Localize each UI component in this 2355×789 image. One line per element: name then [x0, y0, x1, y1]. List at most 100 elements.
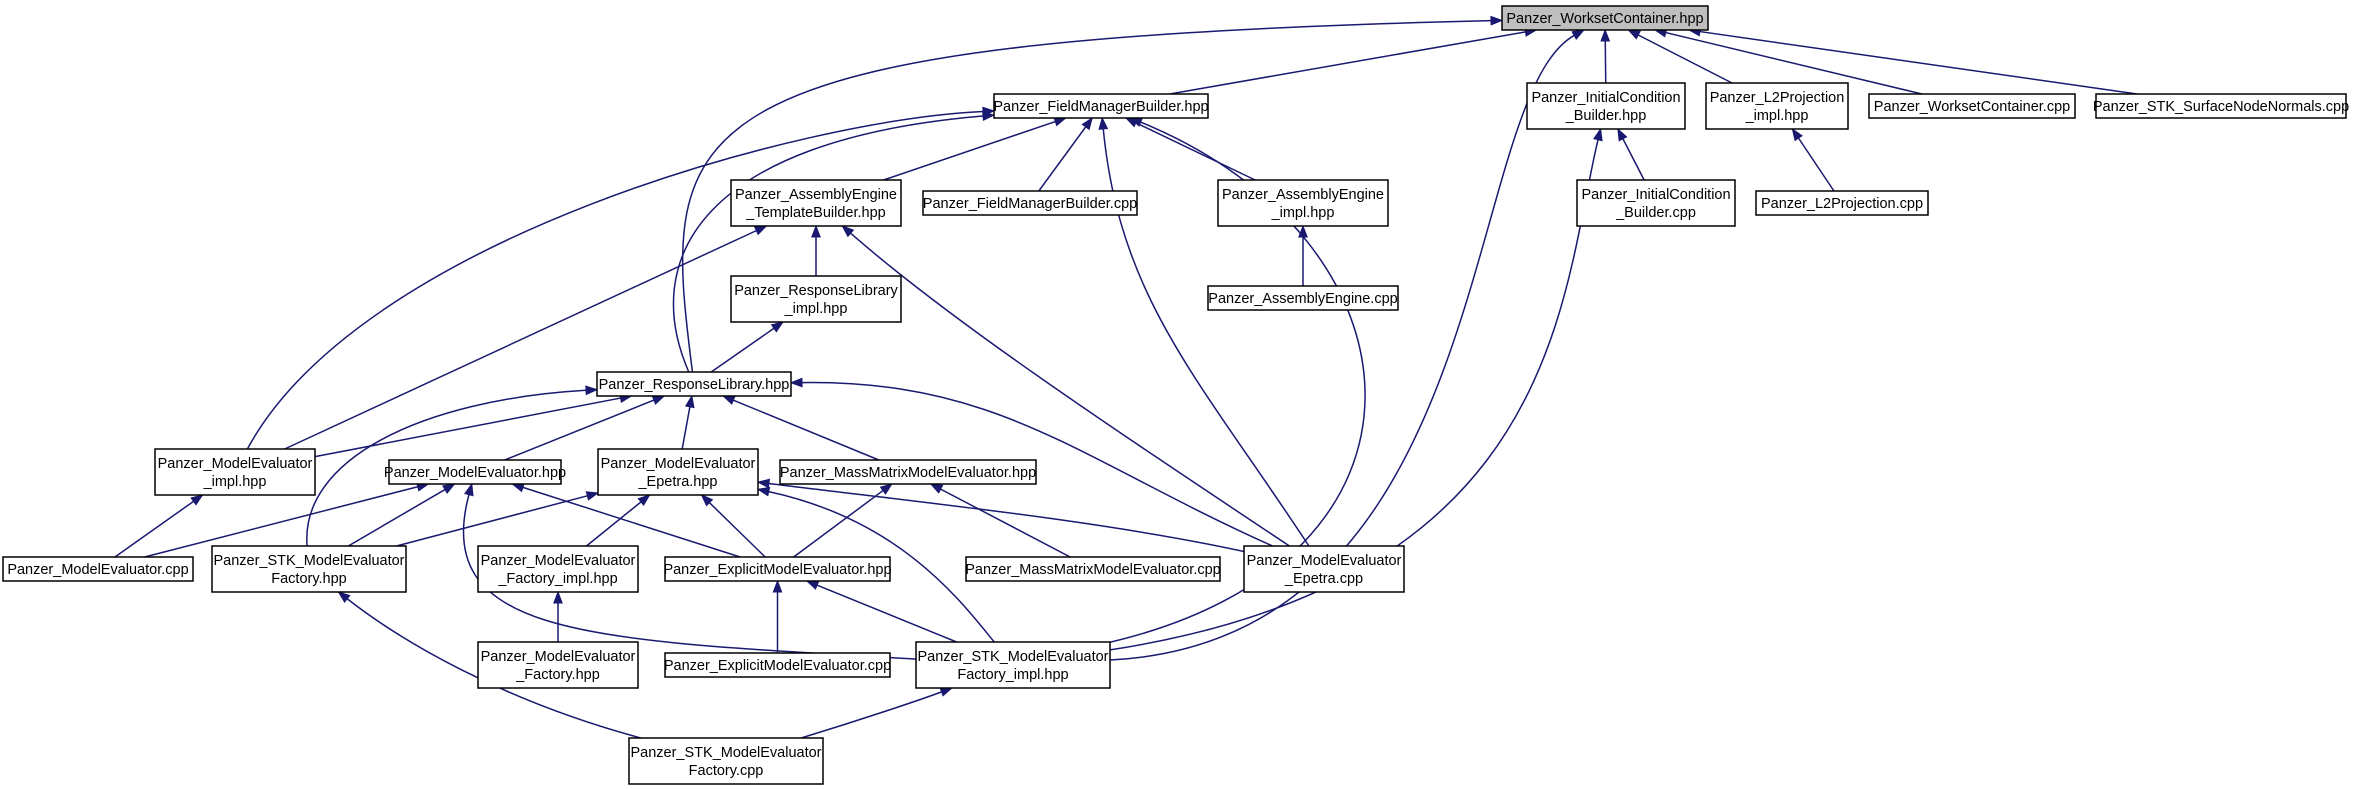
node-initcond-cpp[interactable]: Panzer_InitialCondition_Builder.cpp	[1576, 179, 1736, 227]
edge-line	[1637, 34, 1733, 84]
edge-arrowhead	[585, 385, 599, 396]
node-stk-mef-impl-hpp[interactable]: Panzer_STK_ModelEvaluatorFactory_impl.hp…	[915, 641, 1111, 689]
edge-mef-hpp-to-mef-impl-hpp	[553, 590, 563, 642]
node-eme-cpp[interactable]: Panzer_ExplicitModelEvaluator.cpp	[664, 652, 891, 678]
node-label: Panzer_FieldManagerBuilder.hpp	[993, 99, 1208, 115]
node-workset-hpp[interactable]: Panzer_WorksetContainer.hpp	[1501, 5, 1709, 31]
node-box[interactable]	[154, 448, 316, 496]
edge-eme-cpp-to-eme-hpp	[772, 579, 783, 653]
node-box[interactable]	[596, 371, 792, 397]
node-box[interactable]	[1526, 82, 1686, 130]
edge-me-epetra-hpp-to-rl-hpp	[681, 394, 695, 450]
node-box[interactable]	[664, 652, 891, 678]
node-rl-hpp[interactable]: Panzer_ResponseLibrary.hpp	[596, 371, 792, 397]
node-label: Panzer_L2Projection	[1710, 90, 1845, 106]
edge-me-cpp-to-me-impl-hpp	[114, 494, 204, 558]
node-label: Panzer_ResponseLibrary.hpp	[599, 377, 790, 393]
node-box[interactable]	[628, 737, 824, 785]
node-mef-hpp[interactable]: Panzer_ModelEvaluator_Factory.hpp	[477, 641, 639, 689]
edge-initcond-hpp-to-workset-hpp	[1600, 28, 1611, 84]
node-box[interactable]	[730, 179, 902, 227]
node-box[interactable]	[477, 641, 639, 689]
edge-stk-mef-impl-hpp-to-eme-hpp	[805, 580, 957, 643]
node-box[interactable]	[2, 556, 194, 582]
node-rl-impl-hpp[interactable]: Panzer_ResponseLibrary_impl.hpp	[730, 275, 902, 323]
node-fmb-hpp[interactable]: Panzer_FieldManagerBuilder.hpp	[993, 93, 1209, 119]
edge-line	[504, 399, 655, 461]
edge-arrowhead	[684, 394, 695, 409]
node-box[interactable]	[664, 556, 891, 582]
edge-eme-hpp-to-mm-me-hpp	[793, 483, 893, 558]
node-label: _Factory_impl.hpp	[497, 571, 617, 587]
node-mm-me-cpp[interactable]: Panzer_MassMatrixModelEvaluator.cpp	[965, 556, 1221, 582]
node-box[interactable]	[1243, 545, 1405, 593]
node-box[interactable]	[730, 275, 902, 323]
edge-rl-hpp-to-workset-hpp	[681, 15, 1504, 373]
edge-me-impl-hpp-to-fmb-hpp	[246, 106, 996, 450]
node-box[interactable]	[1576, 179, 1736, 227]
node-label: Panzer_WorksetContainer.cpp	[1874, 99, 2070, 115]
edge-line	[246, 110, 984, 450]
node-initcond-hpp[interactable]: Panzer_InitialCondition_Builder.hpp	[1526, 82, 1686, 130]
node-label: _Factory.hpp	[515, 667, 600, 683]
node-box[interactable]	[1868, 93, 2076, 119]
edge-arrowhead	[770, 321, 785, 333]
node-me-epetra-hpp[interactable]: Panzer_ModelEvaluator_Epetra.hpp	[597, 448, 759, 496]
edge-eme-hpp-to-me-epetra-hpp	[700, 494, 766, 558]
node-fmb-cpp[interactable]: Panzer_FieldManagerBuilder.cpp	[922, 190, 1138, 216]
edge-arrowhead	[1098, 116, 1109, 130]
node-box[interactable]	[211, 545, 407, 593]
edge-arrowhead	[464, 482, 474, 497]
node-box[interactable]	[477, 545, 639, 593]
node-me-impl-hpp[interactable]: Panzer_ModelEvaluator_impl.hpp	[154, 448, 316, 496]
node-box[interactable]	[2095, 93, 2347, 119]
node-box[interactable]	[388, 459, 562, 485]
node-box[interactable]	[1705, 82, 1849, 130]
node-l2proj-cpp[interactable]: Panzer_L2Projection.cpp	[1755, 190, 1929, 216]
node-box[interactable]	[1755, 190, 1929, 216]
node-me-hpp[interactable]: Panzer_ModelEvaluator.hpp	[384, 459, 566, 485]
node-box[interactable]	[1217, 179, 1389, 227]
node-box[interactable]	[1501, 5, 1709, 31]
edge-arrowhead	[879, 483, 893, 495]
edge-arrowhead	[1571, 29, 1586, 40]
node-ae-impl-hpp[interactable]: Panzer_AssemblyEngine_impl.hpp	[1217, 179, 1389, 227]
node-eme-hpp[interactable]: Panzer_ExplicitModelEvaluator.hpp	[663, 556, 892, 582]
node-box[interactable]	[779, 459, 1037, 485]
edge-arrowhead	[1081, 116, 1094, 131]
edge-rl-hpp-to-fmb-hpp	[672, 111, 996, 373]
node-ae-tb-hpp[interactable]: Panzer_AssemblyEngine_TemplateBuilder.hp…	[730, 179, 902, 227]
edge-arrowhead	[753, 225, 768, 236]
edge-line	[1135, 122, 1256, 181]
edge-line	[1699, 30, 2138, 95]
node-label: Panzer_ResponseLibrary	[734, 283, 898, 299]
edge-arrowhead	[585, 491, 600, 501]
edge-arrowhead	[442, 483, 456, 495]
node-me-cpp[interactable]: Panzer_ModelEvaluator.cpp	[2, 556, 194, 582]
node-ae-cpp[interactable]: Panzer_AssemblyEngine.cpp	[1207, 285, 1399, 311]
node-label: Panzer_ExplicitModelEvaluator.cpp	[664, 658, 891, 674]
node-box[interactable]	[965, 556, 1221, 582]
edge-arrowhead	[651, 395, 666, 405]
node-me-epetra-cpp[interactable]: Panzer_ModelEvaluator_Epetra.cpp	[1243, 545, 1405, 593]
edge-arrowhead	[811, 224, 821, 238]
node-mm-me-hpp[interactable]: Panzer_MassMatrixModelEvaluator.hpp	[779, 459, 1037, 485]
edge-arrowhead	[1627, 29, 1641, 40]
edge-arrowhead	[1593, 127, 1603, 142]
node-box[interactable]	[915, 641, 1111, 689]
node-l2proj-hpp[interactable]: Panzer_L2Projection_impl.hpp	[1705, 82, 1849, 130]
node-box[interactable]	[993, 93, 1209, 119]
node-label: Panzer_L2Projection.cpp	[1761, 196, 1923, 212]
edge-l2proj-hpp-to-workset-hpp	[1627, 29, 1733, 84]
node-label: _impl.hpp	[203, 474, 267, 490]
node-workset-cpp[interactable]: Panzer_WorksetContainer.cpp	[1868, 93, 2076, 119]
edge-line	[940, 488, 1071, 558]
node-mef-impl-hpp[interactable]: Panzer_ModelEvaluator_Factory_impl.hpp	[477, 545, 639, 593]
node-box[interactable]	[597, 448, 759, 496]
edge-me-epetra-cpp-to-me-epetra-hpp	[756, 478, 1245, 553]
node-stk-surface-cpp[interactable]: Panzer_STK_SurfaceNodeNormals.cpp	[2093, 93, 2349, 119]
node-box[interactable]	[1207, 285, 1399, 311]
node-box[interactable]	[922, 190, 1138, 216]
